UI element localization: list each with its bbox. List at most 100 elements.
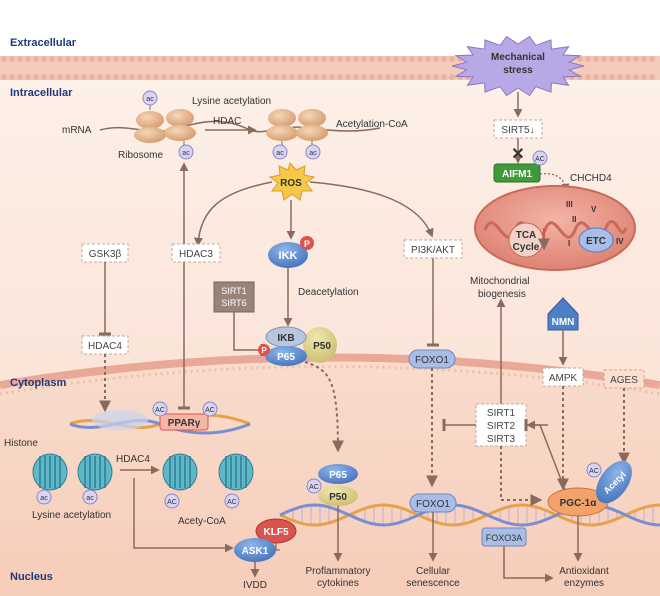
sirt-to-pgc1a-arrow	[500, 446, 543, 506]
ac-badge-pparg-right: AC	[202, 401, 218, 417]
svg-text:AC: AC	[309, 484, 319, 491]
acetyl-badge: Acetyl	[596, 460, 632, 504]
histone-3	[162, 453, 198, 491]
svg-text:P: P	[261, 346, 267, 355]
acety-coa-label: Acety-CoA	[178, 516, 226, 527]
svg-text:PI3K/AKT: PI3K/AKT	[411, 245, 455, 256]
ask1-node: ASK1	[234, 538, 276, 562]
p50-subunit	[303, 327, 337, 363]
ac-badge-acetycoa-2: AC	[224, 493, 240, 509]
svg-text:PGC-1α: PGC-1α	[560, 498, 598, 509]
svg-text:IKK: IKK	[279, 250, 298, 262]
pparg-node: PPARγ	[159, 413, 209, 431]
complex-ii: II	[572, 215, 576, 224]
complex-iii: III	[566, 200, 573, 209]
svg-text:AIFM1: AIFM1	[502, 169, 532, 180]
svg-text:GSK3β: GSK3β	[89, 249, 122, 260]
proinflam-label-2: cytokines	[317, 578, 359, 589]
mechanical-stress-burst: Mechanical stress	[451, 35, 585, 97]
block-x-icon: ✕	[511, 146, 524, 163]
pi3k-akt-box: PI3K/AKT	[403, 239, 463, 259]
chchd4-label: CHCHD4	[570, 173, 612, 184]
ivdd-label: IVDD	[243, 580, 267, 591]
svg-text:AC: AC	[589, 468, 599, 475]
svg-text:Mechanical: Mechanical	[491, 52, 545, 63]
ac-badge-ribosome-bottom: ac	[178, 144, 194, 160]
sirt5-box: SIRT5↓	[493, 119, 543, 139]
svg-text:KLF5: KLF5	[264, 527, 289, 538]
ros-starburst: ROS	[268, 161, 316, 201]
complex-v: V	[591, 205, 597, 214]
chromatin-glow	[92, 410, 148, 430]
tca-label-1: TCA	[516, 230, 537, 241]
p65-subunit	[265, 346, 307, 366]
ages-box: AGES	[603, 369, 645, 389]
svg-text:AMPK: AMPK	[549, 373, 578, 384]
svg-text:ac: ac	[40, 495, 48, 502]
sirt1-sirt6-box: SIRT1 SIRT6	[213, 281, 255, 313]
svg-text:stress: stress	[503, 65, 533, 76]
region-nucleus: Nucleus	[10, 571, 53, 583]
svg-text:AC: AC	[167, 499, 177, 506]
region-extracellular: Extracellular	[10, 37, 77, 49]
svg-text:AC: AC	[205, 407, 215, 414]
ikk-node: IKK	[268, 242, 308, 268]
proinflam-label-1: Proflammatory	[305, 566, 370, 577]
foxo3a-node: FOXO3A	[481, 527, 527, 547]
mito-biogenesis-label-1: Mitochondrial	[470, 276, 529, 287]
histone-group	[32, 453, 254, 491]
ac-badge-pgc1a: AC	[586, 462, 602, 478]
svg-text:ASK1: ASK1	[242, 546, 269, 557]
svg-text:ac: ac	[309, 150, 317, 157]
nmn-node: NMN	[547, 297, 579, 331]
histone-2	[77, 453, 113, 491]
lysine-acetylation-top-label: Lysine acetylation	[192, 96, 271, 107]
svg-text:AC: AC	[227, 499, 237, 506]
hdac4-mid-box: HDAC4	[81, 335, 129, 355]
svg-text:FOXO1: FOXO1	[415, 355, 449, 366]
p50-nuclear	[318, 486, 358, 506]
ros-to-pi3k-arrow	[309, 181, 434, 238]
antiox-label-1: Antioxidant	[559, 566, 609, 577]
svg-text:P50: P50	[329, 492, 347, 503]
svg-text:ac: ac	[86, 495, 94, 502]
svg-text:SIRT3: SIRT3	[487, 434, 516, 445]
complex-i: I	[568, 239, 570, 248]
svg-text:P: P	[304, 239, 310, 249]
mito-biogenesis-label-2: biogenesis	[478, 289, 526, 300]
sirt123-box: SIRT1 SIRT2 SIRT3	[475, 403, 527, 447]
antiox-label-2: enzymes	[564, 578, 604, 589]
foxo3a-to-antiox-arrow	[503, 546, 554, 583]
mrna-label: mRNA	[62, 125, 92, 136]
svg-text:FOXO3A: FOXO3A	[486, 533, 523, 543]
hdac4-to-ask1-arrow	[133, 478, 234, 553]
ac-badge-acetycoa-1: AC	[164, 493, 180, 509]
svg-text:HDAC4: HDAC4	[88, 341, 122, 352]
hdac-top-label: HDAC	[213, 116, 241, 127]
ac-badge-histone-2: ac	[82, 489, 98, 505]
ikb-p65-p50-complex: P50 IKB P65 P	[258, 326, 337, 366]
svg-text:SIRT1: SIRT1	[221, 286, 246, 296]
deacetylation-label: Deacetylation	[298, 287, 359, 298]
histone-4	[218, 453, 254, 491]
ribosome-2	[164, 109, 196, 141]
aifm1-node: AIFM1	[493, 163, 541, 183]
tca-label-2: Cycle	[513, 242, 540, 253]
ac-badge-ribosome-top: ac	[142, 90, 158, 106]
ac-badge-p65: AC	[306, 478, 322, 494]
ribosome-3	[266, 109, 298, 141]
svg-text:P65: P65	[277, 352, 295, 363]
svg-text:ac: ac	[146, 96, 154, 103]
gsk3b-box: GSK3β	[81, 243, 129, 263]
ac-badge-histone-1: ac	[36, 489, 52, 505]
region-cytoplasm: Cytoplasm	[10, 377, 66, 389]
histone-1	[32, 453, 68, 491]
svg-text:SIRT6: SIRT6	[221, 298, 246, 308]
region-intracellular: Intracellular	[10, 87, 73, 99]
ikk-phospho-badge: P	[300, 236, 314, 250]
mitochondrion: TCA Cycle ETC II I III V IV	[474, 185, 636, 271]
svg-text:NMN: NMN	[552, 317, 575, 328]
ac-badge-aifm1: AC	[532, 150, 548, 166]
svg-text:PPARγ: PPARγ	[168, 418, 201, 429]
